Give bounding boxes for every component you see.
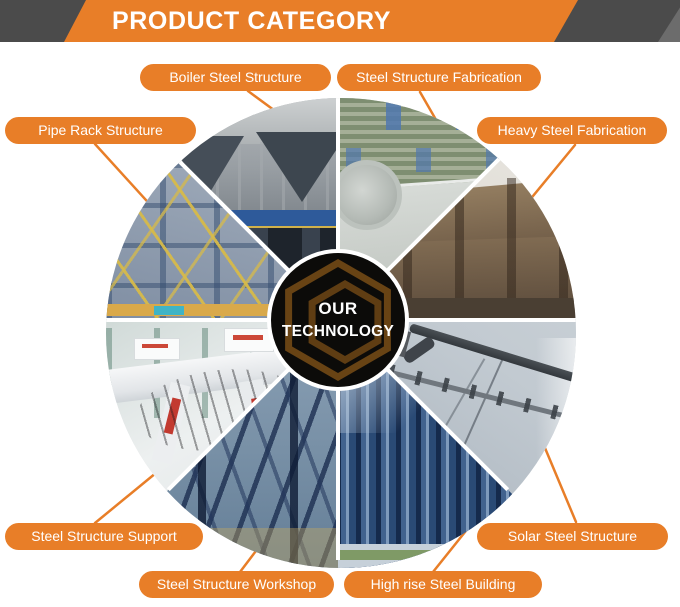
- badge-title-line1: OUR: [318, 299, 358, 319]
- category-pill-steel-structure-support[interactable]: Steel Structure Support: [5, 523, 203, 550]
- category-pill-heavy-steel-fabrication[interactable]: Heavy Steel Fabrication: [477, 117, 667, 144]
- category-pill-pipe-rack-structure[interactable]: Pipe Rack Structure: [5, 117, 196, 144]
- technology-badge: OUR TECHNOLOGY: [267, 249, 409, 391]
- badge-title: OUR TECHNOLOGY: [282, 297, 394, 342]
- banner-orange-ribbon: [64, 0, 578, 42]
- category-pill-steel-structure-fabrication[interactable]: Steel Structure Fabrication: [337, 64, 541, 91]
- category-pill-solar-steel-structure[interactable]: Solar Steel Structure: [477, 523, 668, 550]
- category-pill-steel-structure-workshop[interactable]: Steel Structure Workshop: [139, 571, 334, 598]
- banner: PRODUCT CATEGORY: [0, 0, 680, 42]
- page-title: PRODUCT CATEGORY: [112, 7, 392, 35]
- category-pill-boiler-steel-structure[interactable]: Boiler Steel Structure: [140, 64, 331, 91]
- category-pill-high-rise-steel-building[interactable]: High rise Steel Building: [344, 571, 542, 598]
- badge-title-line2: TECHNOLOGY: [281, 323, 395, 341]
- banner-corner-slash: [658, 7, 680, 42]
